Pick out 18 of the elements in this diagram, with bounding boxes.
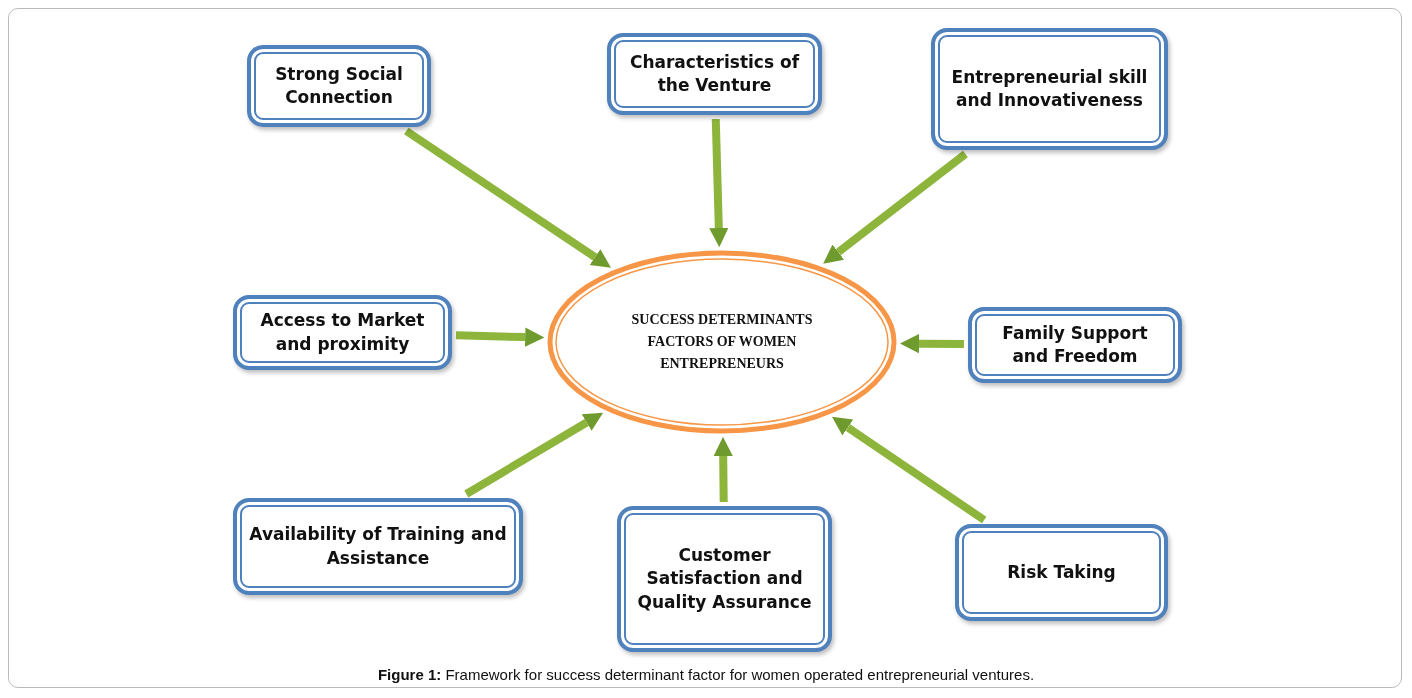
factor-box: Customer Satisfaction and Quality Assurance — [617, 506, 832, 652]
factor-box: Entrepreneurial skill and Innovativeness — [931, 28, 1168, 150]
arrow — [709, 118, 729, 248]
factor-box: Strong Social Connection — [247, 45, 431, 127]
factor-box: Availability of Training and Assistance — [233, 498, 523, 595]
caption: Figure 1: Framework for success determinant factor for women operated entrepreneurial ventures. — [376, 666, 1036, 683]
factor-box: Risk Taking — [955, 524, 1168, 621]
arrow — [404, 127, 611, 268]
factor-box: Access to Market and proximity — [233, 295, 452, 370]
arrow — [713, 436, 733, 503]
arrow — [464, 412, 604, 498]
factor-box: Family Support and Freedom — [968, 307, 1182, 383]
arrow — [823, 150, 968, 264]
arrow — [831, 416, 987, 524]
arrow — [455, 327, 545, 347]
arrow — [899, 334, 965, 354]
center-label: SUCCESS DETERMINANTS FACTORS OF WOMEN ENTREPRENEURS — [630, 311, 814, 373]
factor-box: Characteristics of the Venture — [607, 33, 822, 115]
